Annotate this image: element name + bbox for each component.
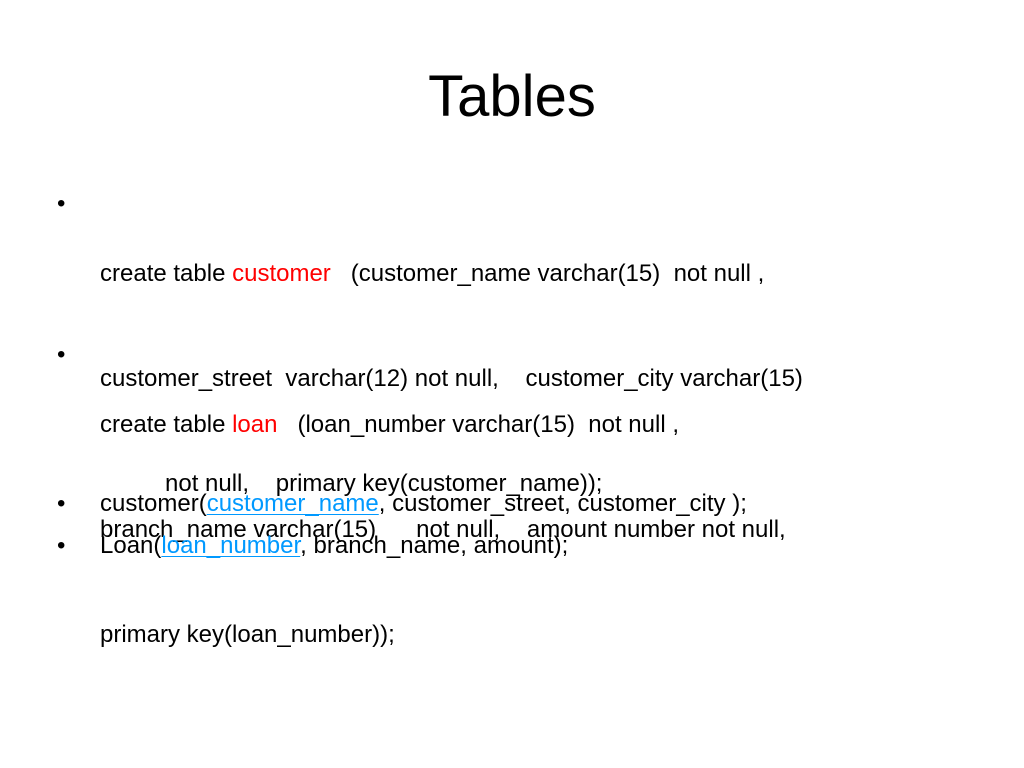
text-suffix: , customer_street, customer_city ); bbox=[378, 490, 747, 517]
table-name-keyword: customer bbox=[232, 260, 331, 287]
text-prefix: Loan( bbox=[100, 532, 162, 559]
bullet-text: Loan(loan_number, branch_name, amount); bbox=[100, 528, 568, 563]
text-line: not null, primary key(customer_name)); bbox=[165, 470, 603, 497]
bullet-text: create table customer (customer_name var… bbox=[100, 186, 803, 571]
bullet-text: create table loan (loan_number varchar(1… bbox=[100, 337, 786, 722]
text-suffix: (customer_name varchar(15) not null , bbox=[330, 260, 765, 287]
bullet-marker: • bbox=[57, 532, 66, 559]
text-suffix: , branch_name, amount); bbox=[300, 532, 569, 559]
primary-key-link[interactable]: customer_name bbox=[206, 490, 379, 517]
primary-key-link[interactable]: loan_number bbox=[161, 532, 301, 559]
text-line: customer_street varchar(12) not null, cu… bbox=[100, 365, 803, 392]
text-prefix: customer( bbox=[100, 490, 207, 517]
text-line: branch_name varchar(15) not null, amount… bbox=[100, 516, 786, 543]
bullet-marker: • bbox=[57, 341, 66, 368]
text-line: create table loan (loan_number varchar(1… bbox=[100, 407, 786, 442]
slide-title: Tables bbox=[428, 64, 596, 129]
bullet-marker: • bbox=[57, 190, 66, 217]
table-name-keyword: loan bbox=[232, 411, 278, 438]
bullet-text: customer(customer_name, customer_street,… bbox=[100, 486, 747, 521]
text-prefix: create table bbox=[100, 260, 233, 287]
text-line: primary key(loan_number)); bbox=[100, 621, 395, 648]
text-line: create table customer (customer_name var… bbox=[100, 256, 803, 291]
text-suffix: (loan_number varchar(15) not null , bbox=[277, 411, 679, 438]
bullet-marker: • bbox=[57, 490, 66, 517]
text-prefix: create table bbox=[100, 411, 233, 438]
